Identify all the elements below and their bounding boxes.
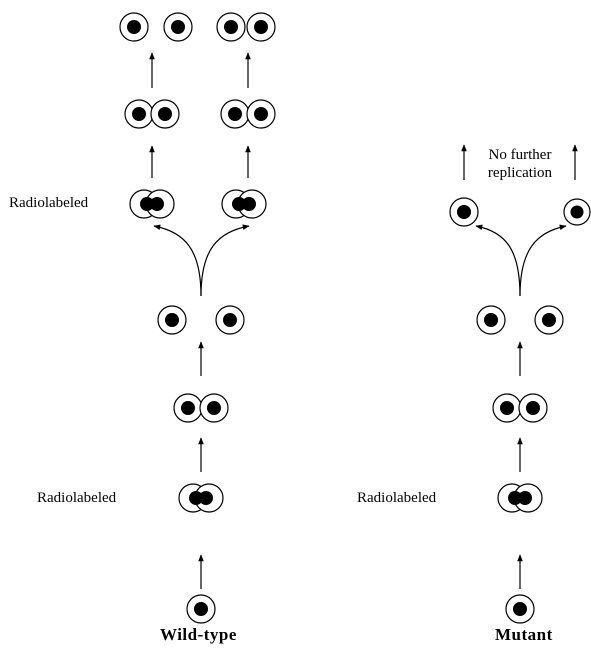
mut-dividing-cell bbox=[492, 393, 548, 423]
wt-radiolabeled-label-bottom: Radiolabeled bbox=[37, 490, 117, 506]
mut-arrested-cell-left bbox=[449, 197, 479, 227]
wt-dividing-cell-right bbox=[220, 99, 276, 129]
wt-daughter-cells-right bbox=[216, 12, 276, 42]
wt-separated-cells bbox=[157, 305, 245, 335]
wt-radiolabeled-cell-right bbox=[221, 189, 267, 219]
wt-daughter-cells-left bbox=[119, 12, 193, 42]
wt-dividing-cell bbox=[173, 393, 229, 423]
mut-branch-arrow-left bbox=[475, 224, 521, 297]
wt-single-cell-start bbox=[186, 594, 216, 624]
wt-dividing-cell-left bbox=[124, 99, 180, 129]
mut-branch-arrow-right bbox=[519, 224, 567, 297]
no-further-replication-label: No further replication bbox=[472, 146, 568, 182]
wt-branch-arrow-right bbox=[200, 224, 250, 297]
mutant-caption: Mutant bbox=[495, 625, 553, 644]
no-further-line1: No further bbox=[488, 147, 552, 163]
mut-separated-cells bbox=[476, 305, 564, 335]
wt-branch-arrow-left bbox=[153, 224, 202, 297]
wt-radiolabeled-label-top: Radiolabeled bbox=[9, 195, 89, 211]
mut-radiolabeled-label: Radiolabeled bbox=[357, 490, 437, 506]
wild-type-panel bbox=[119, 12, 276, 624]
wt-radiolabeled-cell bbox=[178, 483, 224, 513]
mut-radiolabeled-cell bbox=[497, 483, 543, 513]
mut-single-cell-start bbox=[505, 594, 535, 624]
wild-type-caption: Wild-type bbox=[160, 625, 237, 644]
wt-radiolabeled-cell-left bbox=[129, 189, 175, 219]
no-further-line2: replication bbox=[487, 165, 553, 181]
mutant-panel bbox=[449, 144, 591, 624]
mut-arrested-cell-right bbox=[563, 198, 591, 226]
